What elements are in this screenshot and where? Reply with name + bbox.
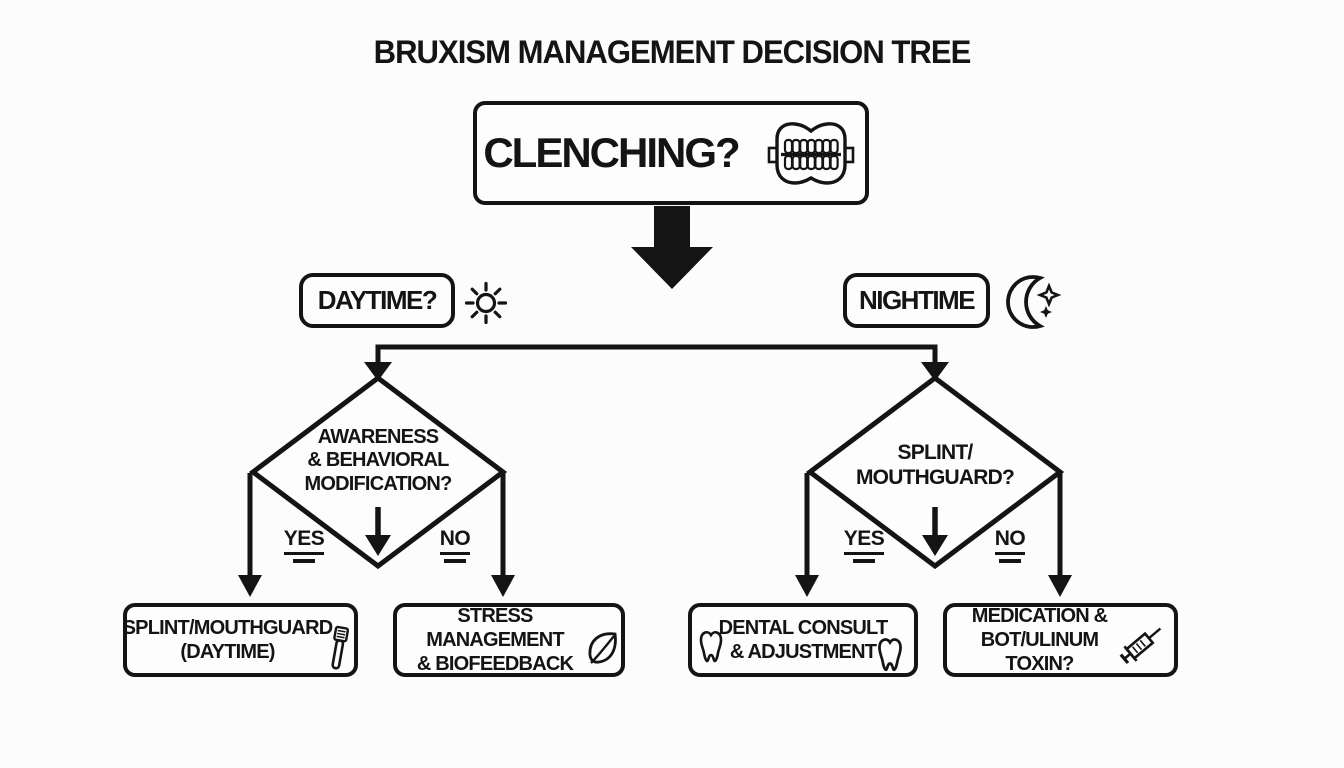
night-diamond-arrowhead <box>922 535 948 556</box>
night-yes-underline <box>853 559 875 563</box>
decision-night-label: SPLINT/ MOUTHGUARD? <box>833 441 1037 491</box>
toothbrush-icon <box>331 625 350 670</box>
outcome-medication-botulinum-line1: MEDICATION & <box>971 605 1108 627</box>
outcome-medication-botulinum: MEDICATION & BOT/ULINUM TOXIN? <box>943 603 1178 677</box>
night-no-underline <box>999 559 1021 563</box>
day-yes-underline <box>293 559 315 563</box>
node-daytime-label: DAYTIME? <box>317 285 438 315</box>
decision-day-line3: MODIFICATION? <box>304 472 453 495</box>
node-daytime: DAYTIME? <box>299 273 455 328</box>
outcome-stress-biofeedback: STRESS MANAGEMENT & BIOFEEDBACK <box>393 603 625 677</box>
diagram-title: BRUXISM MANAGEMENT DECISION TREE <box>373 34 972 70</box>
night-no-label: NO <box>975 527 1045 563</box>
outcome-splint-daytime: SPLINT/MOUTHGUARD (DAYTIME) <box>123 603 358 677</box>
day-diamond-arrowhead <box>365 535 391 556</box>
outcome-dental-consult-line2: & ADJUSTMENT <box>729 641 877 663</box>
decision-day-label: AWARENESS & BEHAVIORAL MODIFICATION? <box>276 426 480 496</box>
day-no-underline <box>444 559 466 563</box>
day-no-label: NO <box>420 527 490 563</box>
night-no-arrowhead <box>1048 575 1072 597</box>
decision-day-line2: & BEHAVIORAL <box>307 449 449 472</box>
day-no-arrowhead <box>491 575 515 597</box>
bridge-left-arrowhead <box>364 362 392 381</box>
crescent-moon-icon <box>1006 275 1062 329</box>
outcome-dental-consult: DENTAL CONSULT & ADJUSTMENT <box>688 603 918 677</box>
outcome-splint-daytime-line2: (DAYTIME) <box>180 641 275 663</box>
node-clenching: CLENCHING? <box>473 101 869 205</box>
node-nighttime-label: NIGHTIME <box>858 285 976 315</box>
node-clenching-label: CLENCHING? <box>483 129 740 176</box>
decision-night-line2: MOUTHGUARD? <box>855 465 1015 489</box>
decision-diamond-night <box>805 374 1065 570</box>
night-yes-label: YES <box>829 527 899 563</box>
day-yes-arrowhead <box>238 575 262 597</box>
outcome-dental-consult-line1: DENTAL CONSULT <box>718 617 889 639</box>
outcome-medication-botulinum-line2: BOT/ULINUM TOXIN? <box>980 629 1099 675</box>
outcome-stress-biofeedback-line2: & BIOFEEDBACK <box>416 653 574 675</box>
root-down-arrow <box>631 206 713 289</box>
outcome-stress-biofeedback-line1: STRESS MANAGEMENT <box>426 605 564 651</box>
clenched-teeth-icon <box>767 122 854 185</box>
night-yes-arrowhead <box>795 575 819 597</box>
tooth-icon <box>878 638 902 672</box>
syringe-icon <box>1119 627 1162 665</box>
outcome-splint-daytime-line1: SPLINT/MOUTHGUARD <box>122 617 334 639</box>
tooth-icon <box>699 630 723 663</box>
leaf-icon <box>588 632 617 664</box>
day-yes-label: YES <box>269 527 339 563</box>
decision-night-line1: SPLINT/ <box>897 441 974 464</box>
decision-day-line1: AWARENESS <box>317 426 439 448</box>
sun-icon <box>464 281 508 325</box>
decision-diamond-day <box>248 374 508 570</box>
branch-bridge-line <box>375 344 938 368</box>
node-nighttime: NIGHTIME <box>843 273 990 328</box>
bridge-right-arrowhead <box>921 362 949 381</box>
